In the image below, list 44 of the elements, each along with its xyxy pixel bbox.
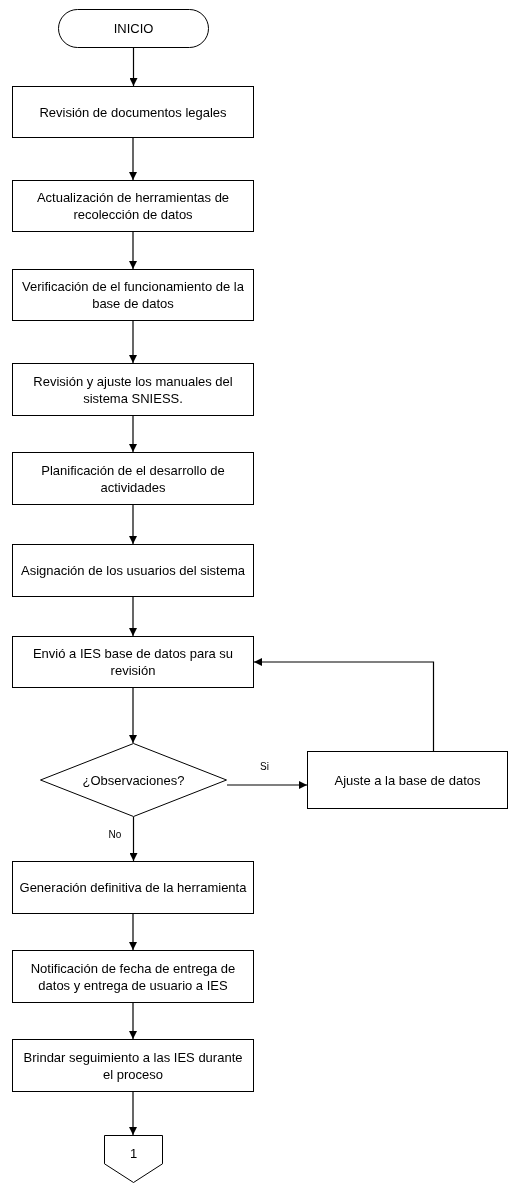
arrow bbox=[129, 504, 137, 545]
arrow bbox=[129, 913, 137, 951]
start-terminator bbox=[58, 9, 209, 48]
node-text: Revisión y ajuste los manuales del sistema SNIESS. bbox=[32, 372, 234, 407]
arrow bbox=[129, 687, 137, 744]
arrow bbox=[129, 415, 137, 453]
node-text: Planificación de el desarrollo de actividades bbox=[40, 461, 226, 496]
arrow bbox=[129, 231, 137, 270]
arrow bbox=[253, 658, 435, 752]
node-text: Brindar seguimiento a las IES durante el proceso bbox=[22, 1048, 244, 1083]
process-box bbox=[12, 861, 254, 914]
node-text: INICIO bbox=[113, 20, 154, 37]
edge-label: No bbox=[107, 829, 123, 841]
process-box bbox=[12, 1039, 254, 1092]
arrow bbox=[129, 320, 137, 364]
arrow bbox=[129, 596, 137, 637]
node-text: Verificación de el funcionamiento de la base de datos bbox=[21, 278, 245, 312]
node-text: Ajuste a la base de datos bbox=[334, 771, 481, 789]
process-box bbox=[12, 180, 254, 232]
off-page-connector bbox=[104, 1135, 163, 1183]
node-text: Actualización de herramientas de recolección de datos bbox=[35, 189, 231, 223]
process-box bbox=[12, 269, 254, 321]
process-box bbox=[12, 636, 254, 688]
arrow bbox=[129, 137, 137, 181]
process-box bbox=[12, 950, 254, 1003]
arrow bbox=[129, 1091, 137, 1136]
decision-diamond bbox=[40, 743, 227, 817]
node-text: Generación definitiva de la herramienta bbox=[19, 879, 247, 896]
node-text: ¿Observaciones? bbox=[82, 771, 185, 789]
process-box bbox=[12, 86, 254, 138]
node-text: Envió a IES base de datos para su revisión bbox=[31, 645, 235, 679]
node-text: Notificación de fecha de entrega de datos y entrega de usuario a IES bbox=[29, 959, 237, 994]
node-text: Revisión de documentos legales bbox=[39, 103, 227, 121]
process-box bbox=[12, 363, 254, 416]
arrow bbox=[129, 816, 138, 862]
node-text: 1 bbox=[129, 1145, 138, 1162]
process-box bbox=[12, 544, 254, 597]
process-box bbox=[12, 452, 254, 505]
arrow bbox=[129, 1002, 137, 1040]
arrow bbox=[129, 47, 138, 87]
process-box bbox=[307, 751, 508, 809]
arrow bbox=[226, 781, 308, 789]
edge-label: Si bbox=[259, 761, 270, 773]
node-text: Asignación de los usuarios del sistema bbox=[21, 562, 245, 579]
